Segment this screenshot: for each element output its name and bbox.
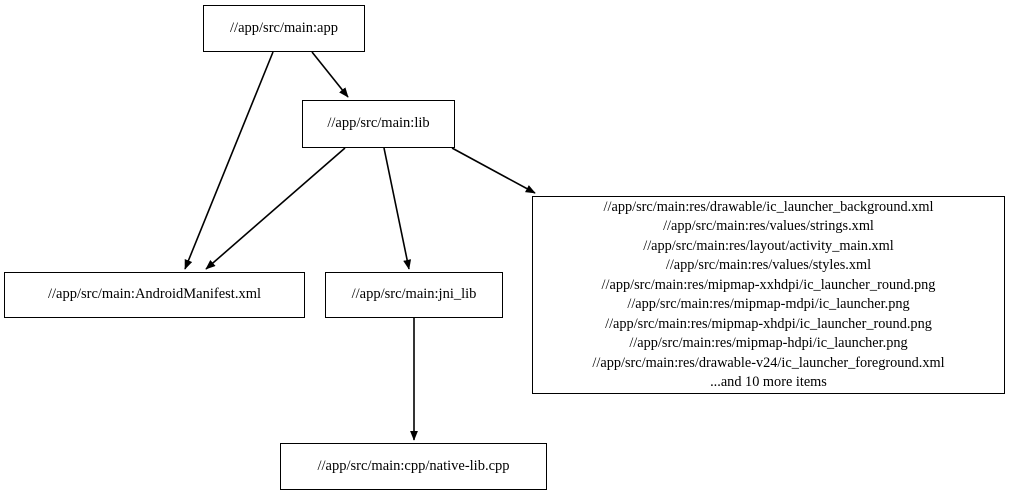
- graph-node-lib-label: //app/src/main:lib: [327, 115, 430, 132]
- graph-node-native-lib-cpp[interactable]: //app/src/main:cpp/native-lib.cpp: [280, 443, 547, 490]
- graph-node-res-group-label: //app/src/main:res/drawable/ic_launcher_…: [592, 198, 945, 391]
- graph-node-jni-lib[interactable]: //app/src/main:jni_lib: [325, 272, 503, 318]
- graph-node-lib[interactable]: //app/src/main:lib: [302, 100, 455, 148]
- edge-lib-to-res: [451, 147, 536, 194]
- edge-app-to-manifest: [184, 51, 274, 270]
- graph-node-android-manifest-label: //app/src/main:AndroidManifest.xml: [47, 286, 262, 303]
- graph-node-android-manifest[interactable]: //app/src/main:AndroidManifest.xml: [4, 272, 305, 318]
- edge-lib-to-jni: [383, 147, 412, 270]
- edge-app-to-lib: [311, 51, 349, 98]
- graph-node-jni-lib-label: //app/src/main:jni_lib: [351, 286, 477, 303]
- graph-node-app[interactable]: //app/src/main:app: [203, 5, 365, 52]
- graph-node-native-lib-cpp-label: //app/src/main:cpp/native-lib.cpp: [317, 457, 510, 474]
- graph-node-app-label: //app/src/main:app: [230, 19, 338, 36]
- edge-lib-to-manifest: [205, 147, 346, 270]
- graph-node-res-group[interactable]: //app/src/main:res/drawable/ic_launcher_…: [532, 196, 1005, 394]
